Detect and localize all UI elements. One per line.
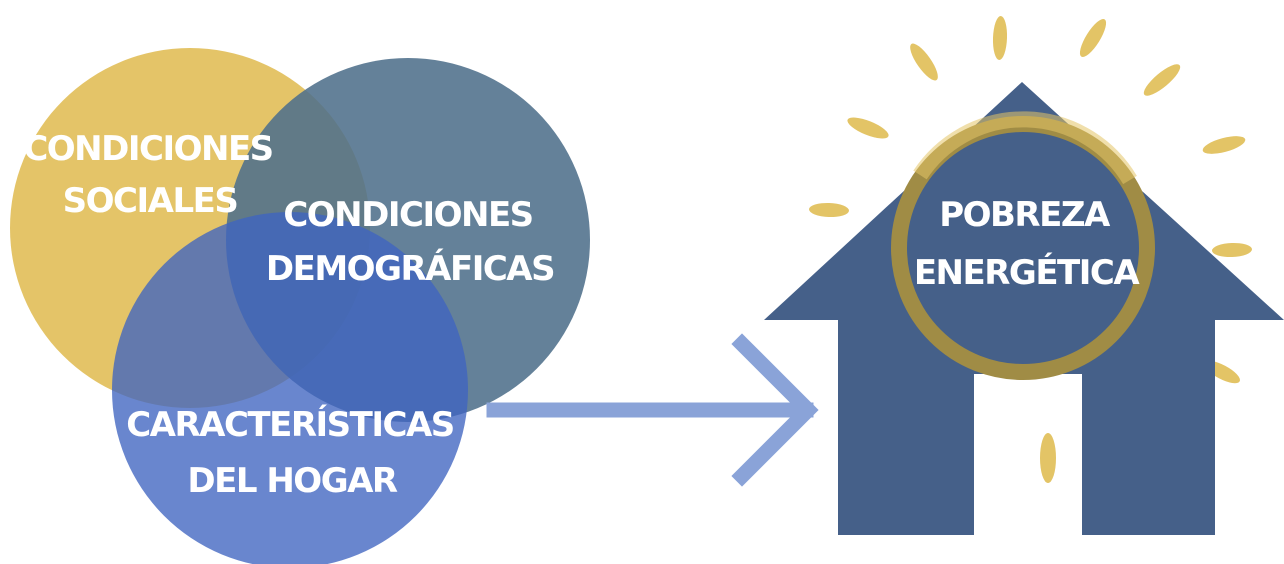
label-social-line2: SOCIALES bbox=[63, 181, 238, 221]
house-icon: POBREZA ENERGÉTICA bbox=[764, 82, 1284, 535]
circle-household-characteristics bbox=[112, 212, 468, 564]
label-demographic-line2: DEMOGRÁFICAS bbox=[266, 248, 554, 289]
venn-diagram: CONDICIONES SOCIALES CONDICIONES DEMOGRÁ… bbox=[10, 48, 590, 564]
label-energy-poverty-line1: POBREZA bbox=[939, 195, 1111, 235]
label-demographic-line1: CONDICIONES bbox=[283, 195, 532, 235]
label-household-line2: DEL HOGAR bbox=[187, 461, 398, 501]
ring-highlight bbox=[913, 111, 1137, 185]
label-household-line1: CARACTERÍSTICAS bbox=[126, 404, 454, 445]
house-body bbox=[764, 82, 1284, 535]
arrow-right-icon bbox=[486, 333, 819, 487]
label-social-line1: CONDICIONES bbox=[23, 129, 272, 169]
label-energy-poverty-line2: ENERGÉTICA bbox=[914, 252, 1141, 293]
